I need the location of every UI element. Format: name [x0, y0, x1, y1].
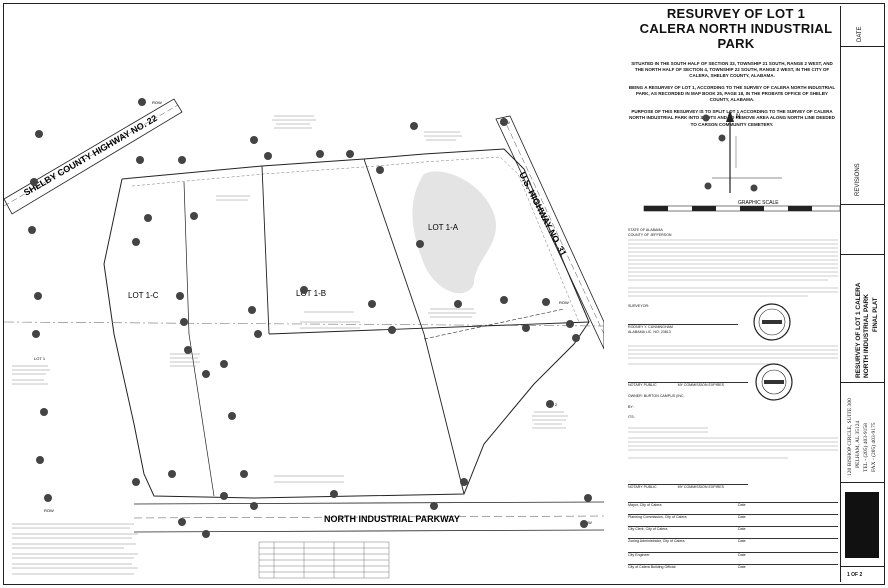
notary-public-2: NOTARY PUBLIC: [628, 485, 657, 489]
sheet-border: [3, 3, 885, 585]
title-line-1: RESURVEY OF LOT 1: [666, 6, 806, 21]
notes-block: [12, 523, 138, 575]
surveyor-label: SURVEYOR:: [628, 304, 650, 308]
shaded-area: [412, 171, 497, 294]
tb-line-4: [841, 382, 885, 383]
tb-line-2: [841, 204, 885, 205]
project-title: RESURVEY OF LOT 1 CALERA NORTH INDUSTRIA…: [855, 282, 870, 378]
owner-block: OWNER: BURTON CAMPUS (INC. BY: ITS:: [628, 394, 838, 420]
divider-5: [183, 181, 190, 335]
fax: FAX - (205) 403-9175: [871, 422, 877, 472]
state-text: STATE OF ALABAMA: [628, 228, 663, 232]
address-1: 120 BISHOP CIRCLE, SUITE 300: [847, 398, 853, 476]
approval-building: City of Calera Building Official Date: [628, 564, 838, 570]
graphic-scale: GRAPHIC SCALE: [643, 200, 841, 212]
by-text: BY:: [628, 404, 634, 409]
section-line: [4, 321, 604, 327]
approval-planning: Planning Commission, City of Calera Date: [628, 514, 838, 520]
surveyor-reg: ALABAMA LIC. NO. 23813: [628, 329, 671, 334]
shelby-highway-label: SHELBY COUNTY HIGHWAY NO. 22: [22, 113, 159, 198]
planning-label: Planning Commission, City of Calera: [628, 515, 687, 519]
title-line-2: CALERA NORTH INDUSTRIAL PARK: [639, 21, 833, 51]
north-arrow-vicinity: N: [702, 110, 782, 193]
firm-logo: [845, 492, 879, 558]
surveyor-signature: RODNEY Y. CUNNINGHAM ALABAMA LIC. NO. 23…: [628, 324, 738, 334]
planning-date: Date: [738, 515, 746, 519]
row-callout-1: ROW: [152, 100, 162, 105]
tb-line-5: [841, 482, 885, 483]
notary-public-1: NOTARY PUBLIC: [628, 383, 657, 387]
surveyor-name: RODNEY Y. CUNNINGHAM: [628, 325, 673, 329]
approval-zoning: Zoning Administrator, City of Calera Dat…: [628, 538, 838, 544]
notary-text-lines-1: [628, 345, 838, 365]
row-callout-4: ROW: [44, 508, 54, 513]
row-callout-3: ROW: [559, 300, 569, 305]
approval-mayor: Mayor, City of Calera Date: [628, 502, 838, 508]
mayor-date: Date: [738, 503, 746, 507]
its-text: ITS:: [628, 415, 635, 420]
being-paragraph: BEING A RESURVEY OF LOT 1, ACCORDING TO …: [628, 85, 836, 103]
title-block: DATE REVISIONS RESURVEY OF LOT 1 CALERA …: [840, 6, 885, 582]
divider-2: [423, 333, 465, 495]
property-boundary: [103, 148, 590, 499]
tb-line-1: [841, 46, 885, 47]
parkway-label: NORTH INDUSTRIAL PARKWAY: [324, 514, 460, 524]
certificate-text-lines: [628, 239, 838, 297]
plat-drawing: SHELBY COUNTY HIGHWAY NO. 22 U.S. HIGHWA…: [4, 98, 604, 579]
situated-paragraph: SITUATED IN THE SOUTH HALF OF SECTION 33…: [631, 61, 833, 79]
title-header: RESURVEY OF LOT 1 CALERA NORTH INDUSTRIA…: [634, 6, 838, 51]
surveyor-block: SURVEYOR:: [628, 304, 838, 309]
commission-1: MY COMMISSION EXPIRES: [677, 383, 725, 387]
tb-line-3: [841, 254, 885, 255]
lot-1a-label: LOT 1-A: [428, 223, 459, 232]
sheet-number: 1 OF 2: [847, 572, 863, 578]
notary-line-2: NOTARY PUBLIC MY COMMISSION EXPIRES: [628, 484, 748, 490]
commission-2: MY COMMISSION EXPIRES: [677, 485, 725, 489]
revisions-header: REVISIONS: [855, 163, 861, 196]
tb-line-6: [841, 566, 885, 567]
clerk-label: City Clerk, City of Calera: [628, 527, 668, 531]
notary-line-1: NOTARY PUBLIC MY COMMISSION EXPIRES: [628, 382, 748, 388]
north-arrow-icon: [726, 110, 734, 122]
shelby-highway-band: SHELBY COUNTY HIGHWAY NO. 22: [4, 98, 183, 215]
lot-1c-label: LOT 1-C: [128, 291, 159, 300]
north-letter: N: [736, 114, 740, 120]
county-text: COUNTY OF JEFFERSON: [628, 232, 672, 237]
zoning-label: Zoning Administrator, City of Calera: [628, 539, 685, 543]
building-label: City of Calera Building Official: [628, 565, 676, 569]
fine-print-blocks: [12, 115, 568, 483]
owner-text: OWNER: BURTON CAMPUS (INC.: [628, 394, 685, 398]
divider-1: [363, 158, 425, 335]
parkway-band: NORTH INDUSTRIAL PARKWAY: [133, 501, 604, 533]
surveyor-seal: [753, 303, 791, 341]
notary-seal-1: [755, 363, 793, 401]
state-county: STATE OF ALABAMA COUNTY OF JEFFERSON: [628, 228, 838, 237]
zoning-date: Date: [738, 539, 746, 543]
building-date: Date: [738, 565, 746, 569]
mayor-label: Mayor, City of Calera: [628, 503, 662, 507]
curve-table: [258, 541, 390, 579]
approval-clerk: City Clerk, City of Calera Date: [628, 526, 838, 532]
clerk-date: Date: [738, 527, 746, 531]
survey-pins: [28, 98, 592, 538]
us-highway-band: U.S. HIGHWAY NO. 31: [495, 115, 604, 350]
approval-engineer: City Engineer Date: [628, 552, 838, 558]
certificate-column: RESURVEY OF LOT 1 CALERA NORTH INDUSTRIA…: [606, 6, 841, 582]
lot-1-label: LOT 1: [34, 356, 46, 361]
scale-label: GRAPHIC SCALE: [738, 200, 779, 206]
phone: TEL - (205) 403-9158: [863, 423, 869, 472]
notary-text-lines-2: [628, 427, 838, 459]
engineer-label: City Engineer: [628, 553, 650, 557]
divider-3: [261, 165, 270, 335]
address-2: PELHAM, AL 35124: [855, 420, 861, 468]
divider-6: [188, 333, 215, 497]
date-header: DATE: [857, 26, 863, 42]
divider-4: [268, 321, 590, 335]
lot-1b-label: LOT 1-B: [296, 289, 326, 298]
engineer-date: Date: [738, 553, 746, 557]
easement-line: [131, 156, 580, 323]
sheet-type: FINAL PLAT: [873, 297, 879, 332]
